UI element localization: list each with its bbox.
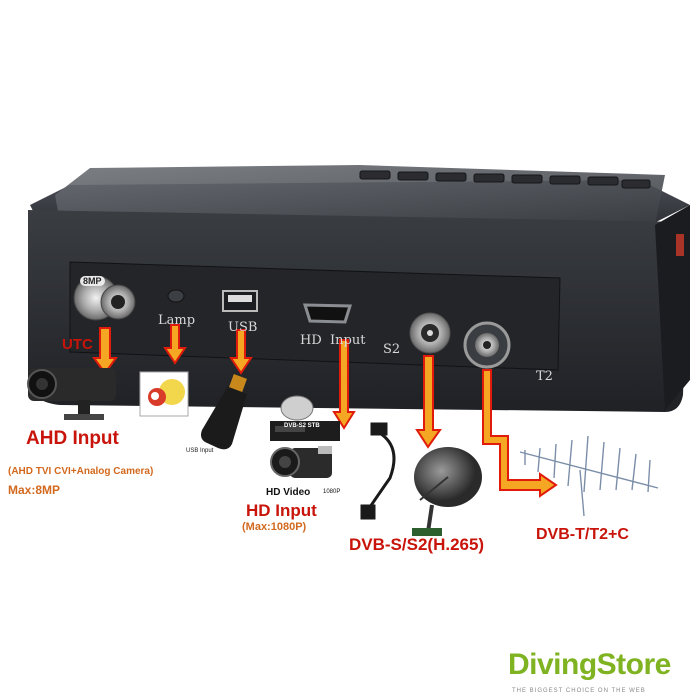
- label-hd-video-res: 1080P: [323, 489, 341, 495]
- label-hd-max: (Max:1080P): [242, 521, 307, 533]
- connection-arrows: [92, 324, 558, 498]
- label-hd-video: HD Video: [266, 487, 311, 498]
- keypad: [359, 170, 651, 189]
- arrow-usb: [229, 329, 253, 375]
- tv-antenna-icon: [519, 435, 659, 517]
- arrow-ahd: [92, 327, 118, 375]
- label-usb: USB: [228, 320, 258, 335]
- label-utc: UTC: [62, 336, 93, 353]
- label-t2: T2: [536, 369, 553, 384]
- satellite-dish-icon: [412, 447, 482, 536]
- usb-stick-icon: [201, 374, 247, 450]
- label-usb-input: USB Input: [186, 448, 214, 454]
- tag-8mp: 8MP: [80, 276, 105, 286]
- lamp-icon: [139, 371, 189, 417]
- device-side: [655, 205, 690, 410]
- camera-icon: [27, 368, 116, 420]
- brand-tagline: THE BIGGEST CHOICE ON THE WEB: [512, 688, 646, 694]
- label-dvbt: DVB-T/T2+C: [536, 526, 629, 543]
- usb-port[interactable]: [222, 290, 258, 312]
- label-ahd-max: Max:8MP: [8, 483, 61, 497]
- lamp-port: [167, 289, 185, 303]
- hdmi-port[interactable]: [302, 303, 353, 324]
- label-s2: S2: [383, 342, 401, 357]
- camcorder-icon: [270, 446, 332, 478]
- hdmi-cable-icon: [360, 422, 396, 520]
- brand-logo: DivingStore: [508, 648, 671, 681]
- label-hd-input: HD Input: [300, 333, 366, 348]
- s2-connector[interactable]: [409, 312, 451, 354]
- arrow-s2: [415, 355, 442, 449]
- t2-connector[interactable]: [463, 321, 511, 369]
- label-stb: DVB-S2 STB: [284, 423, 320, 429]
- side-indicator: [676, 234, 684, 256]
- bnc-connector[interactable]: [73, 275, 136, 321]
- label-ahd-formats: (AHD TVI CVI+Analog Camera): [8, 466, 154, 477]
- label-lamp: Lamp: [158, 313, 196, 328]
- set-top-box-icon: [270, 395, 340, 441]
- label-hd-input-ann: HD Input: [246, 501, 317, 520]
- label-ahd-input: AHD Input: [26, 428, 119, 449]
- arrow-t2: [482, 369, 558, 498]
- label-dvbs: DVB-S/S2(H.265): [349, 535, 485, 554]
- arrow-lamp: [163, 324, 187, 365]
- arrow-hdmi: [332, 339, 356, 430]
